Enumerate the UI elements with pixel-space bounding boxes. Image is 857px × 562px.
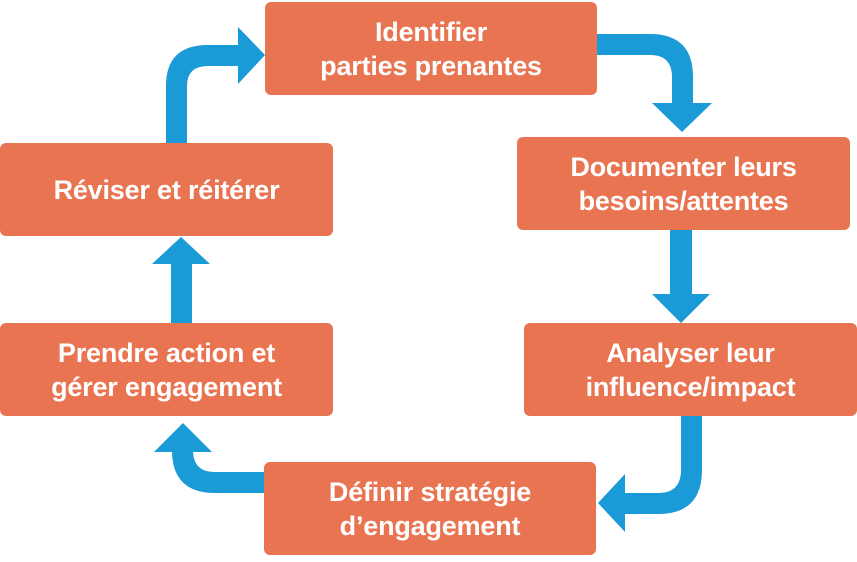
- arrow-document-to-analyze: [652, 230, 710, 323]
- step-define-strategy: Définir stratégie d’engagement: [264, 462, 596, 555]
- step-revise-line1: Réviser et réitérer: [53, 174, 280, 205]
- step-identify-line2: parties prenantes: [320, 50, 542, 81]
- arrow-define-to-act: [154, 423, 264, 493]
- arrow-revise-to-identify: [166, 27, 265, 143]
- step-take-action: Prendre action et gérer engagement: [0, 323, 333, 416]
- step-revise-iterate: Réviser et réitérer: [0, 143, 333, 236]
- step-analyze-line2: influence/impact: [585, 371, 796, 402]
- arrow-act-to-revise: [152, 237, 210, 323]
- step-act-line2: gérer engagement: [51, 371, 282, 402]
- step-define-line1: Définir stratégie: [328, 476, 532, 507]
- step-document-line2: besoins/attentes: [578, 185, 789, 216]
- arrow-identify-to-document: [597, 34, 712, 132]
- arrow-analyze-to-define: [598, 416, 702, 532]
- step-act-line1: Prendre action et: [57, 337, 276, 368]
- step-analyze-influence: Analyser leur influence/impact: [524, 323, 857, 416]
- step-define-line2: d’engagement: [339, 510, 521, 541]
- step-analyze-line1: Analyser leur: [606, 337, 775, 368]
- step-identify-stakeholders: Identifier parties prenantes: [265, 2, 597, 95]
- step-document-line1: Documenter leurs: [570, 151, 797, 182]
- step-identify-line1: Identifier: [374, 16, 487, 47]
- step-document-needs: Documenter leurs besoins/attentes: [517, 137, 850, 230]
